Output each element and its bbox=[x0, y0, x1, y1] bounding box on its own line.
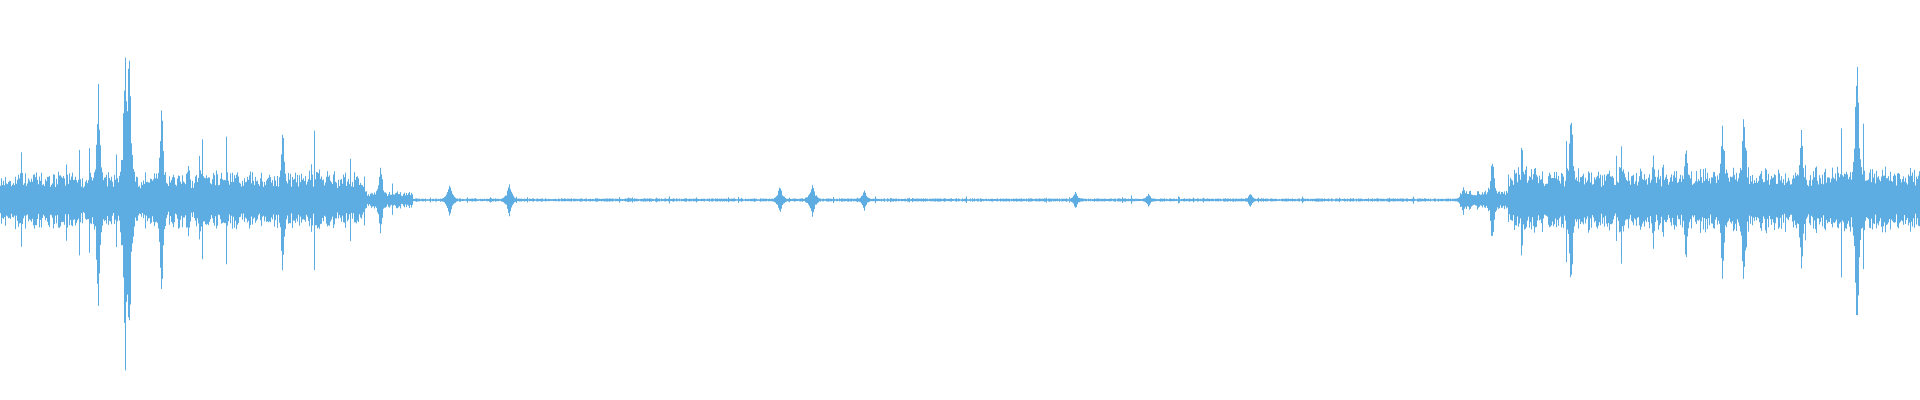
waveform-bars bbox=[0, 57, 1920, 371]
waveform-amplitude-trace bbox=[0, 57, 1920, 371]
